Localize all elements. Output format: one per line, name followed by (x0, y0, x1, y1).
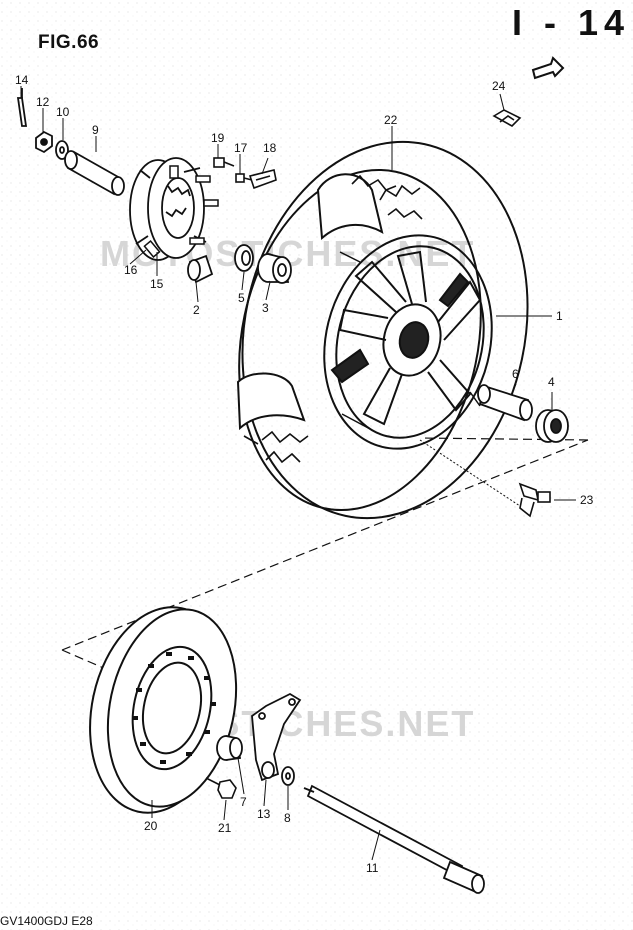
figure-title: FIG.66 (38, 32, 100, 53)
page-id: I - 14 (512, 2, 631, 43)
rear-axle (303, 784, 485, 894)
air-valve (518, 482, 551, 518)
callout-23: 23 (580, 493, 594, 507)
bush-2 (187, 254, 214, 284)
callout-8: 8 (284, 811, 291, 825)
axle-nut (35, 130, 53, 154)
leader-lines (20, 86, 576, 507)
hub-bolts (143, 165, 219, 258)
callout-16: 16 (124, 263, 138, 277)
callout-17: 17 (234, 141, 248, 155)
callout-3: 3 (262, 301, 269, 315)
model-code: GV1400GDJ E28 (0, 914, 93, 928)
clip-18 (248, 169, 277, 190)
bolt-19 (213, 157, 235, 168)
callout-12: 12 (36, 95, 50, 109)
caliper-bracket (251, 692, 302, 782)
callout-19: 19 (211, 131, 225, 145)
callout-22: 22 (384, 113, 398, 127)
bearing-3 (257, 253, 292, 284)
callout-11: 11 (366, 861, 379, 875)
callout-9: 9 (92, 123, 99, 137)
callout-13: 13 (257, 807, 271, 821)
spacer-6 (477, 384, 533, 422)
balance-weight (492, 109, 522, 127)
callout-7: 7 (240, 795, 247, 809)
callout-1: 1 (556, 309, 563, 323)
washer-8 (281, 766, 295, 786)
callout-14: 14 (15, 73, 29, 87)
callout-4: 4 (548, 375, 555, 389)
callout-2: 2 (193, 303, 200, 317)
drive-flange (129, 157, 207, 261)
collar-7 (216, 735, 243, 761)
callout-24: 24 (492, 79, 506, 93)
bearing-4 (535, 409, 569, 443)
callout-15: 15 (150, 277, 164, 291)
leader-lines-lower (151, 757, 381, 861)
callout-18: 18 (263, 141, 277, 155)
callout-20: 20 (144, 819, 158, 833)
callout-10: 10 (56, 105, 70, 119)
callout-21: 21 (218, 821, 232, 835)
oil-seal (234, 244, 254, 272)
spacer-9 (64, 150, 125, 196)
brake-disc (89, 606, 238, 814)
callout-6: 6 (512, 367, 519, 381)
washer-10 (55, 140, 69, 160)
wheel-rim (323, 234, 493, 450)
tire (236, 140, 529, 520)
arrow-right-icon (531, 56, 565, 80)
disc-bolt (205, 777, 237, 799)
callout-5: 5 (238, 291, 245, 305)
